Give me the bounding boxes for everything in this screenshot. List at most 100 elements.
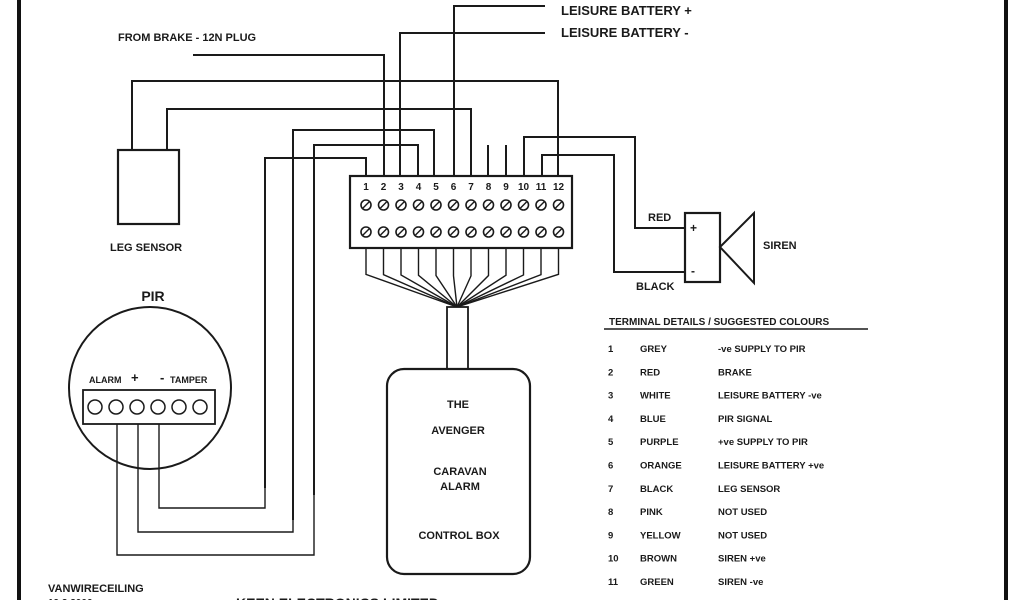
- pir-title: PIR: [141, 288, 164, 304]
- wire-siren-red: [523, 136, 685, 229]
- legend-row-function: LEISURE BATTERY +ve: [718, 461, 824, 472]
- pir-tamper-label: TAMPER: [170, 375, 208, 385]
- legend-row-function: SIREN +ve: [718, 554, 766, 565]
- pir-terminal-icon: [171, 399, 187, 415]
- legend-row-number: 5: [608, 437, 614, 448]
- wire-pir-1: [292, 129, 435, 520]
- pir-minus-label: -: [160, 370, 164, 385]
- siren-red-label: RED: [648, 212, 671, 224]
- terminal-screw-icon: [360, 199, 372, 211]
- pir-terminal-icon: [192, 399, 208, 415]
- fanout-wire: [456, 248, 542, 308]
- terminal-screw-icon: [465, 199, 477, 211]
- fanout-wire: [456, 248, 507, 308]
- legend-row-function: LEISURE BATTERY -ve: [718, 391, 822, 402]
- fanout-wire: [452, 248, 458, 308]
- terminal-number: 6: [451, 182, 457, 193]
- wire-pir-plus: [137, 424, 294, 533]
- legend-row-function: BRAKE: [718, 367, 752, 378]
- fanout-wire: [456, 248, 560, 308]
- terminal-screw-icon: [395, 226, 407, 238]
- siren-minus-label: -: [691, 264, 695, 278]
- fanout-wire: [400, 248, 458, 308]
- legend-row: 6 ORANGE LEISURE BATTERY +ve: [608, 461, 824, 472]
- legend-row-colour: BLUE: [640, 414, 666, 425]
- legend-row-number: 9: [608, 530, 613, 541]
- control-box-line-2: AVENGER: [431, 425, 485, 437]
- legend-row-colour: GREEN: [640, 577, 674, 588]
- leisure-battery-minus-label: LEISURE BATTERY -: [561, 25, 689, 40]
- wire-pir-minus: [158, 424, 266, 509]
- wire-pir-3: [264, 157, 367, 488]
- wire-siren-black: [541, 154, 685, 273]
- terminal-screw-icon: [500, 226, 512, 238]
- legend-row-number: 7: [608, 484, 613, 495]
- legend-row-number: 4: [608, 414, 614, 425]
- terminal-number: 5: [433, 182, 439, 193]
- footer-date: 19.2.2006: [48, 598, 93, 600]
- pir-terminal-icon: [129, 399, 145, 415]
- pir-terminal-icon: [108, 399, 124, 415]
- legend-row-colour: WHITE: [640, 391, 671, 402]
- footer-source: VANWIRECEILING: [48, 583, 144, 595]
- terminal-screw-icon: [377, 199, 390, 211]
- terminal-screw-icon: [447, 226, 460, 238]
- from-brake-label: FROM BRAKE - 12N PLUG: [118, 32, 256, 44]
- legend-row-number: 10: [608, 554, 619, 565]
- pir-terminal-icon: [150, 399, 166, 415]
- legend-row-number: 3: [608, 391, 613, 402]
- legend-row-function: PIR SIGNAL: [718, 414, 773, 425]
- siren-plus-label: +: [690, 221, 697, 235]
- terminal-screw-icon: [430, 226, 442, 238]
- terminal-screw-icon: [535, 226, 547, 238]
- footer-company: KEEN ELECTRONICS LIMITED: [236, 595, 439, 600]
- legend-row-colour: PINK: [640, 507, 663, 518]
- legend-row-function: -ve SUPPLY TO PIR: [718, 344, 806, 355]
- legend-row-number: 1: [608, 344, 614, 355]
- terminal-screw-icon: [412, 226, 425, 238]
- fanout-wire: [456, 248, 525, 308]
- legend-row-colour: BLACK: [640, 484, 673, 495]
- terminal-number: 11: [536, 182, 547, 193]
- pir-terminal-icon: [87, 399, 103, 415]
- fanout-wire: [456, 248, 490, 308]
- terminal-screw-icon: [447, 199, 460, 211]
- leg-sensor-label: LEG SENSOR: [110, 242, 182, 254]
- leg-sensor-box: [116, 148, 181, 226]
- terminal-number: 12: [553, 182, 565, 193]
- fanout-wire: [417, 248, 458, 308]
- terminal-screw-icon: [395, 199, 407, 211]
- terminal-screw-icon: [430, 199, 442, 211]
- terminal-screw-icon: [482, 199, 495, 211]
- legend-row-function: NOT USED: [718, 507, 767, 518]
- legend-title: TERMINAL DETAILS / SUGGESTED COLOURS: [609, 317, 830, 328]
- legend-row: 1 GREY -ve SUPPLY TO PIR: [608, 344, 806, 355]
- pir-terminals: [87, 399, 208, 415]
- terminal-screw-icon: [500, 199, 512, 211]
- terminal-screw-icon: [377, 226, 390, 238]
- terminal-number: 8: [486, 182, 492, 193]
- terminal-screw-icon: [482, 226, 495, 238]
- terminal-number: 10: [518, 182, 530, 193]
- terminal-screws: [360, 199, 565, 238]
- legend-row-colour: GREY: [640, 344, 668, 355]
- legend-row-number: 6: [608, 461, 613, 472]
- pir-alarm-label: ALARM: [89, 375, 122, 385]
- cable-fanout: [365, 248, 560, 308]
- fanout-wire: [456, 248, 472, 308]
- legend-row: 4 BLUE PIR SIGNAL: [608, 414, 773, 425]
- wire-leg-sensor-b: [166, 108, 472, 177]
- terminal-screw-icon: [412, 199, 425, 211]
- wire-brake: [193, 54, 385, 177]
- legend-row-number: 8: [608, 507, 613, 518]
- legend-row-function: SIREN -ve: [718, 577, 763, 588]
- legend-row-colour: ORANGE: [640, 461, 682, 472]
- terminal-number: 2: [381, 182, 387, 193]
